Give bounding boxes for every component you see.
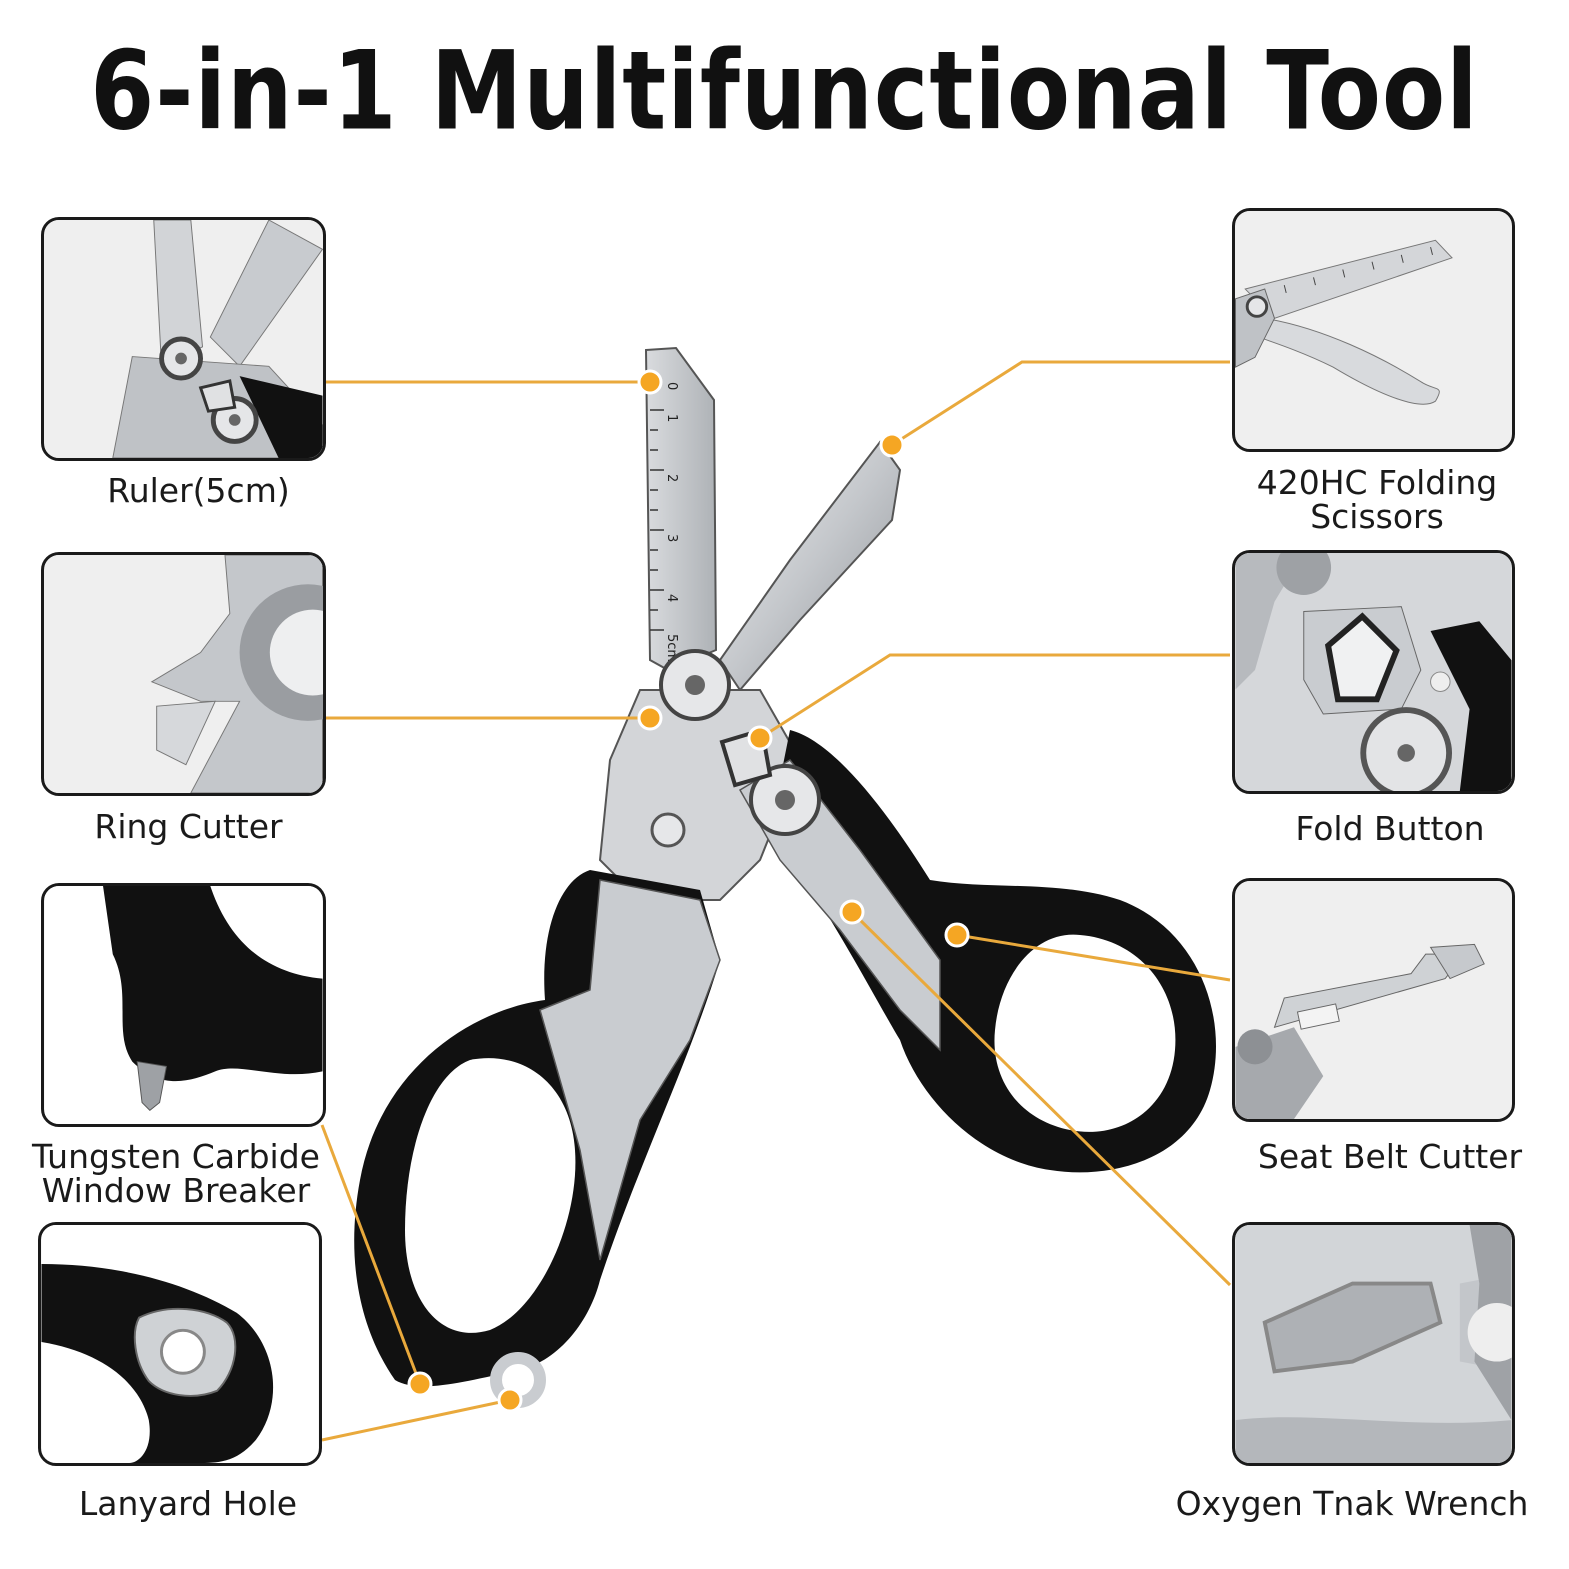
ruler-closeup xyxy=(44,220,323,458)
ruler-mark: 2 xyxy=(664,474,679,482)
window-breaker-panel xyxy=(41,883,326,1127)
ring-cutter-panel xyxy=(41,552,326,796)
ruler-mark: 4 xyxy=(664,594,679,602)
body-screw xyxy=(650,812,686,848)
seat-belt-cutter-closeup xyxy=(1235,881,1512,1119)
seat-belt-cutter-label: Seat Belt Cutter xyxy=(1257,1137,1523,1176)
lanyard-hole-label: Lanyard Hole xyxy=(78,1484,298,1523)
right-blade xyxy=(718,440,902,692)
scissors-label-line2: Scissors xyxy=(1310,497,1444,536)
scissors-label: 420HC Folding Scissors xyxy=(1232,466,1522,534)
fold-button-panel xyxy=(1232,550,1515,794)
right-handle-hole xyxy=(994,934,1176,1132)
ring-cutter-label: Ring Cutter xyxy=(94,807,283,846)
ruler-panel xyxy=(41,217,326,461)
window-breaker-label-line2: Window Breaker xyxy=(41,1171,311,1210)
fold-button-closeup xyxy=(1235,553,1512,791)
oxygen-wrench-label: Oxygen Tnak Wrench xyxy=(1175,1484,1529,1523)
scissors-closeup xyxy=(1235,211,1512,449)
ring-cutter-closeup xyxy=(44,555,323,793)
fold-button-label: Fold Button xyxy=(1295,809,1485,848)
leader-lines xyxy=(320,360,1232,1442)
window-breaker-label: Tungsten Carbide Window Breaker xyxy=(28,1140,324,1208)
window-breaker-label-line1: Tungsten Carbide xyxy=(32,1137,320,1176)
page-title: 6-in-1 Multifunctional Tool xyxy=(90,28,1479,155)
ruler-mark: 3 xyxy=(664,534,679,542)
ruler-label: Ruler(5cm) xyxy=(107,471,290,510)
oxygen-wrench-closeup xyxy=(1235,1225,1512,1463)
ruler-mark: 0 xyxy=(664,382,679,390)
scissors-panel xyxy=(1232,208,1515,452)
ruler-mark: 1 xyxy=(664,414,679,422)
scissors-label-line1: 420HC Folding xyxy=(1256,463,1498,502)
left-handle-steel xyxy=(539,879,721,1261)
lanyard-hole-closeup xyxy=(41,1225,319,1463)
ruler-ticks xyxy=(650,409,664,631)
leader-dots xyxy=(407,369,970,1413)
left-handle-hole xyxy=(405,1058,576,1333)
ruler-blade xyxy=(644,346,718,672)
window-breaker-closeup xyxy=(44,886,323,1124)
oxygen-wrench-panel xyxy=(1232,1222,1515,1466)
seat-belt-cutter-panel xyxy=(1232,878,1515,1122)
lanyard-hole-panel xyxy=(38,1222,322,1466)
